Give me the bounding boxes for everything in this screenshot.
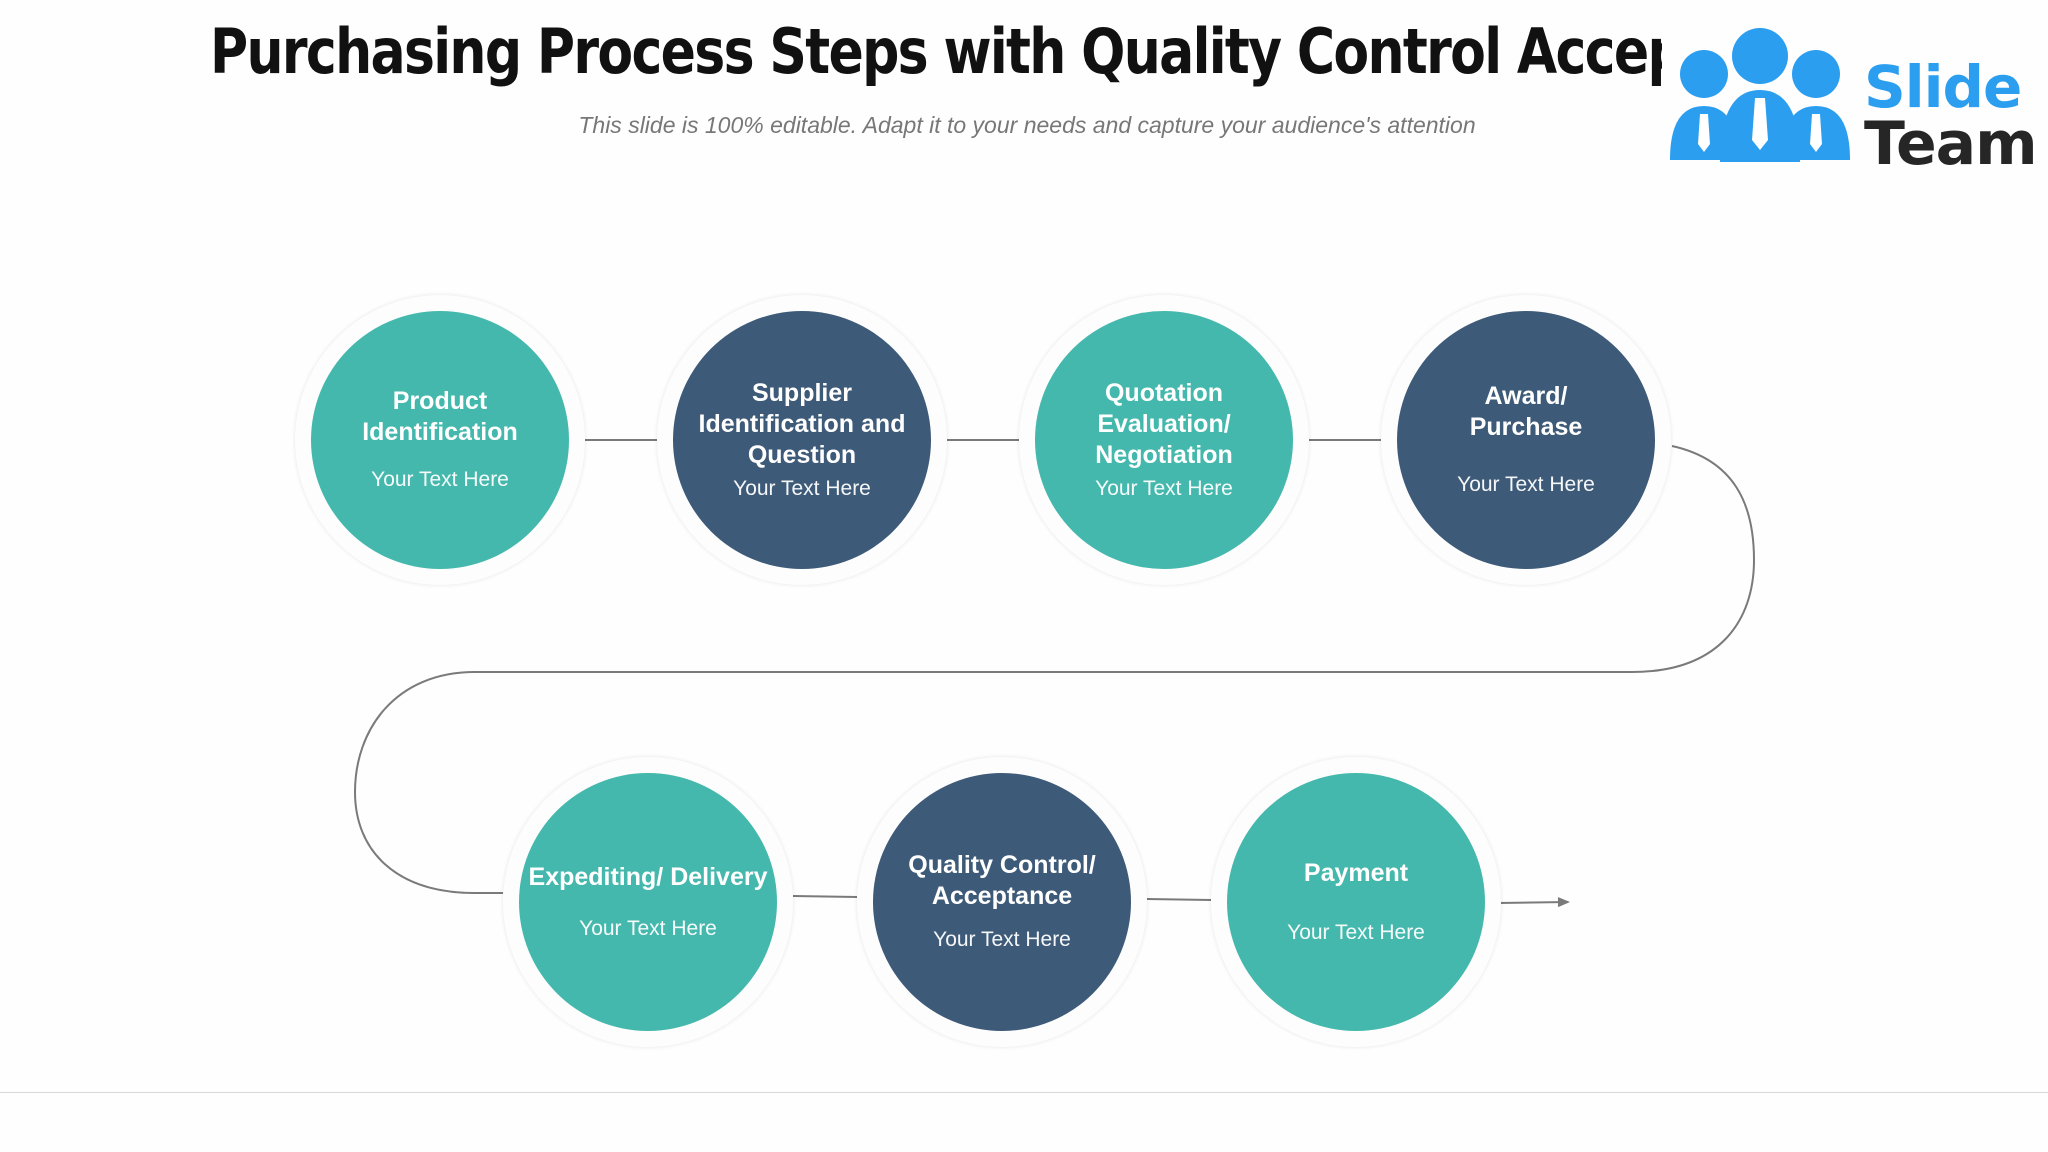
step-circle: Product Identification Your Text Here bbox=[311, 311, 569, 569]
step-3: Quotation Evaluation/ Negotiation Your T… bbox=[1019, 295, 1309, 585]
step-text: Your Text Here bbox=[933, 928, 1071, 951]
step-text: Your Text Here bbox=[1095, 476, 1233, 500]
connector-curve bbox=[353, 445, 1756, 894]
step-circle: Payment Your Text Here bbox=[1227, 773, 1485, 1031]
step-text: Your Text Here bbox=[579, 916, 717, 940]
logo-word-slide: Slide bbox=[1864, 53, 2022, 121]
step-title: Quotation Evaluation/ Negotiation bbox=[1095, 378, 1233, 469]
step-circle: Expediting/ Delivery Your Text Here bbox=[519, 773, 777, 1031]
page-subtitle: This slide is 100% editable. Adapt it to… bbox=[578, 112, 1476, 138]
step-title: Payment bbox=[1303, 858, 1409, 887]
footer-divider bbox=[0, 1092, 2048, 1093]
logo-word-team: Team bbox=[1864, 109, 2038, 179]
connector-row-2 bbox=[792, 895, 1212, 901]
step-title: Expediting/ Delivery bbox=[528, 862, 768, 891]
step-7: Payment Your Text Here bbox=[1211, 757, 1501, 1047]
step-circle: Supplier Identification and Question You… bbox=[673, 311, 931, 569]
step-2: Supplier Identification and Question You… bbox=[657, 295, 947, 585]
step-title: Award/ Purchase bbox=[1469, 382, 1583, 441]
end-arrow bbox=[1498, 897, 1570, 908]
step-title: Product Identification bbox=[362, 387, 518, 446]
slideteam-logo: Slide Team bbox=[1662, 22, 2038, 174]
step-text: Your Text Here bbox=[371, 468, 509, 491]
step-1: Product Identification Your Text Here bbox=[295, 295, 585, 585]
step-title: Quality Control/ Acceptance bbox=[908, 851, 1096, 910]
step-text: Your Text Here bbox=[733, 476, 871, 500]
step-4: Award/ Purchase Your Text Here bbox=[1381, 295, 1671, 585]
step-circle: Quotation Evaluation/ Negotiation Your T… bbox=[1035, 311, 1293, 569]
step-6: Quality Control/ Acceptance Your Text He… bbox=[857, 757, 1147, 1047]
step-5: Expediting/ Delivery Your Text Here bbox=[503, 757, 793, 1047]
step-title: Supplier Identification and Question bbox=[698, 378, 906, 469]
page-title: Purchasing Process Steps with Quality Co… bbox=[210, 15, 1840, 88]
team-people-icon bbox=[1670, 28, 1850, 162]
step-circle: Quality Control/ Acceptance Your Text He… bbox=[873, 773, 1131, 1031]
step-text: Your Text Here bbox=[1457, 473, 1595, 496]
step-circle: Award/ Purchase Your Text Here bbox=[1397, 311, 1655, 569]
step-text: Your Text Here bbox=[1287, 920, 1425, 944]
